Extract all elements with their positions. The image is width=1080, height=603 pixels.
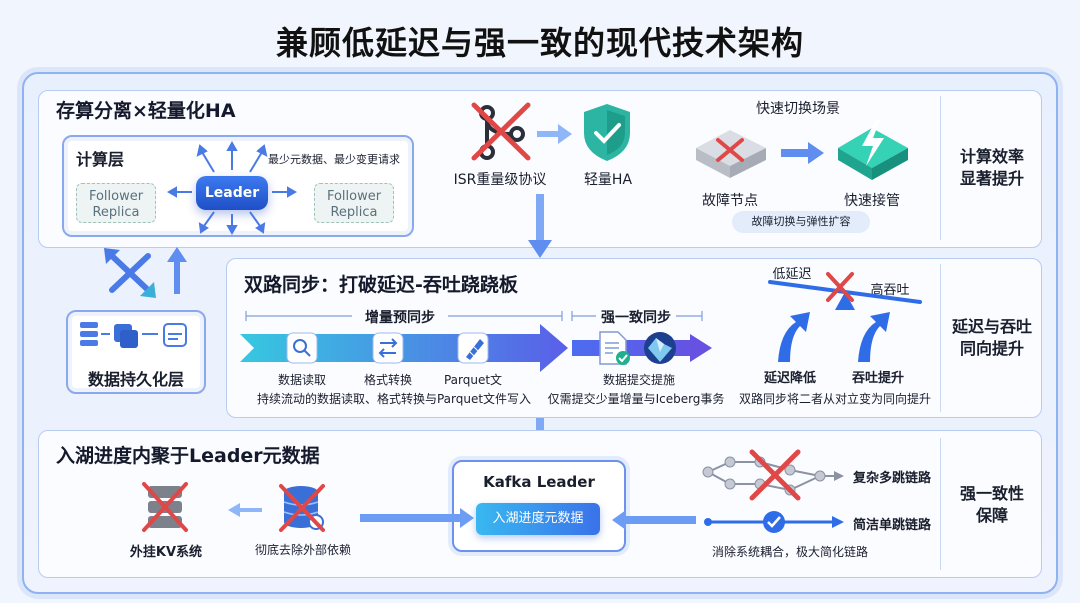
side-divider-1: [940, 96, 941, 240]
high-throughput-label: 高吞吐: [870, 283, 910, 298]
server-cross-icon: [142, 482, 188, 532]
convert-icon: [372, 332, 404, 364]
side-divider-3: [940, 438, 941, 570]
lightning-icon: [838, 120, 908, 180]
arrow-up-persist: [167, 247, 187, 294]
section2-title: 双路同步：打破延迟-吞吐跷跷板: [244, 274, 518, 296]
metadata-note: 最少元数据、最少变更请求: [268, 153, 400, 166]
low-latency-label: 低延迟: [772, 267, 812, 282]
side-label-efficiency: 计算效率 显著提升: [959, 147, 1024, 188]
server-icon: [696, 130, 766, 178]
page-title: 兼顾低延迟与强一致的现代技术架构: [275, 24, 804, 62]
remove-deps-label: 彻底去除外部依赖: [254, 543, 351, 557]
merge-icon: [471, 102, 531, 161]
section1-title: 存算分离×轻量化HA: [56, 100, 236, 122]
leader-right-arrow: [612, 510, 696, 530]
follower-replica-left: Follower Replica: [76, 183, 156, 223]
database-stack-icons: [80, 322, 187, 348]
progress-metadata-block: 入湖进度元数据: [476, 503, 600, 535]
iceberg-icon: [644, 332, 676, 364]
light-ha-label: 轻量HA: [583, 172, 633, 188]
section3-title: 入湖进度内聚于Leader元数据: [56, 445, 320, 467]
failover-caption: 故障切换与弹性扩容: [732, 211, 870, 233]
arrow-up-icon: [778, 312, 890, 362]
leader-left-arrows: [228, 503, 474, 528]
latency-down-label: 延迟降低: [763, 371, 816, 386]
strong-sync-description: 仅需提交少量增量与Iceberg事务: [547, 392, 725, 406]
fast-switch-title: 快速切换场景: [756, 101, 840, 117]
chain-icon: [702, 449, 844, 501]
leader-node: Leader: [196, 176, 268, 210]
search-doc-icon: [286, 332, 318, 364]
seesaw-caption: 双路同步将二者从对立变为同向提升: [738, 392, 931, 406]
side-label-latency-throughput: 延迟与吞吐 同向提升: [951, 317, 1032, 358]
side-divider-2: [940, 264, 941, 412]
side-label-consistency: 强一致性 保障: [959, 484, 1024, 525]
fast-takeover-label: 快速接管: [844, 193, 900, 209]
simple-chain-label: 简洁单跳链路: [852, 518, 931, 533]
persistence-layer-label: 数据持久化层: [87, 370, 184, 389]
compute-layer-label: 计算层: [76, 150, 125, 169]
incremental-bracket: [245, 311, 703, 321]
chain-caption: 消除系统耦合，极大简化链路: [711, 545, 868, 559]
step-parquet-label: Parquet文: [443, 373, 503, 387]
leader-radiating-arrows: [166, 140, 298, 236]
shield-check-icon: [584, 104, 630, 161]
kafka-leader-label: Kafka Leader: [483, 473, 595, 491]
follower-replica-right: Follower Replica: [314, 183, 394, 223]
complex-chain-label: 复杂多跳链路: [852, 471, 931, 486]
incremental-description: 持续流动的数据读取、格式转换与Parquet文件写入: [256, 392, 532, 406]
step-commit-label: 数据提交提施: [602, 373, 675, 387]
throughput-up-label: 吞吐提升: [851, 371, 904, 386]
commit-doc-icon: [599, 331, 630, 365]
step-read-label: 数据读取: [277, 373, 326, 387]
parquet-icon: [457, 332, 489, 364]
strong-sync-label: 强一致同步: [601, 310, 671, 326]
external-kv-label: 外挂KV系统: [129, 545, 203, 560]
db-cross-icon: [279, 484, 325, 532]
flow-arrow-down-1: [528, 194, 552, 258]
step-convert-label: 格式转换: [363, 373, 412, 387]
arrow-fault-to-takeover: [781, 142, 824, 164]
seesaw-icon: [768, 272, 922, 310]
incremental-sync-label: 增量预同步: [365, 310, 435, 326]
check-circle-icon: [704, 511, 844, 533]
isr-protocol-label: ISR重量级协议: [453, 172, 547, 188]
arrow-isr-to-ha: [537, 124, 572, 144]
cross-arrows-icon: [104, 248, 156, 298]
fault-node-label: 故障节点: [702, 193, 758, 209]
